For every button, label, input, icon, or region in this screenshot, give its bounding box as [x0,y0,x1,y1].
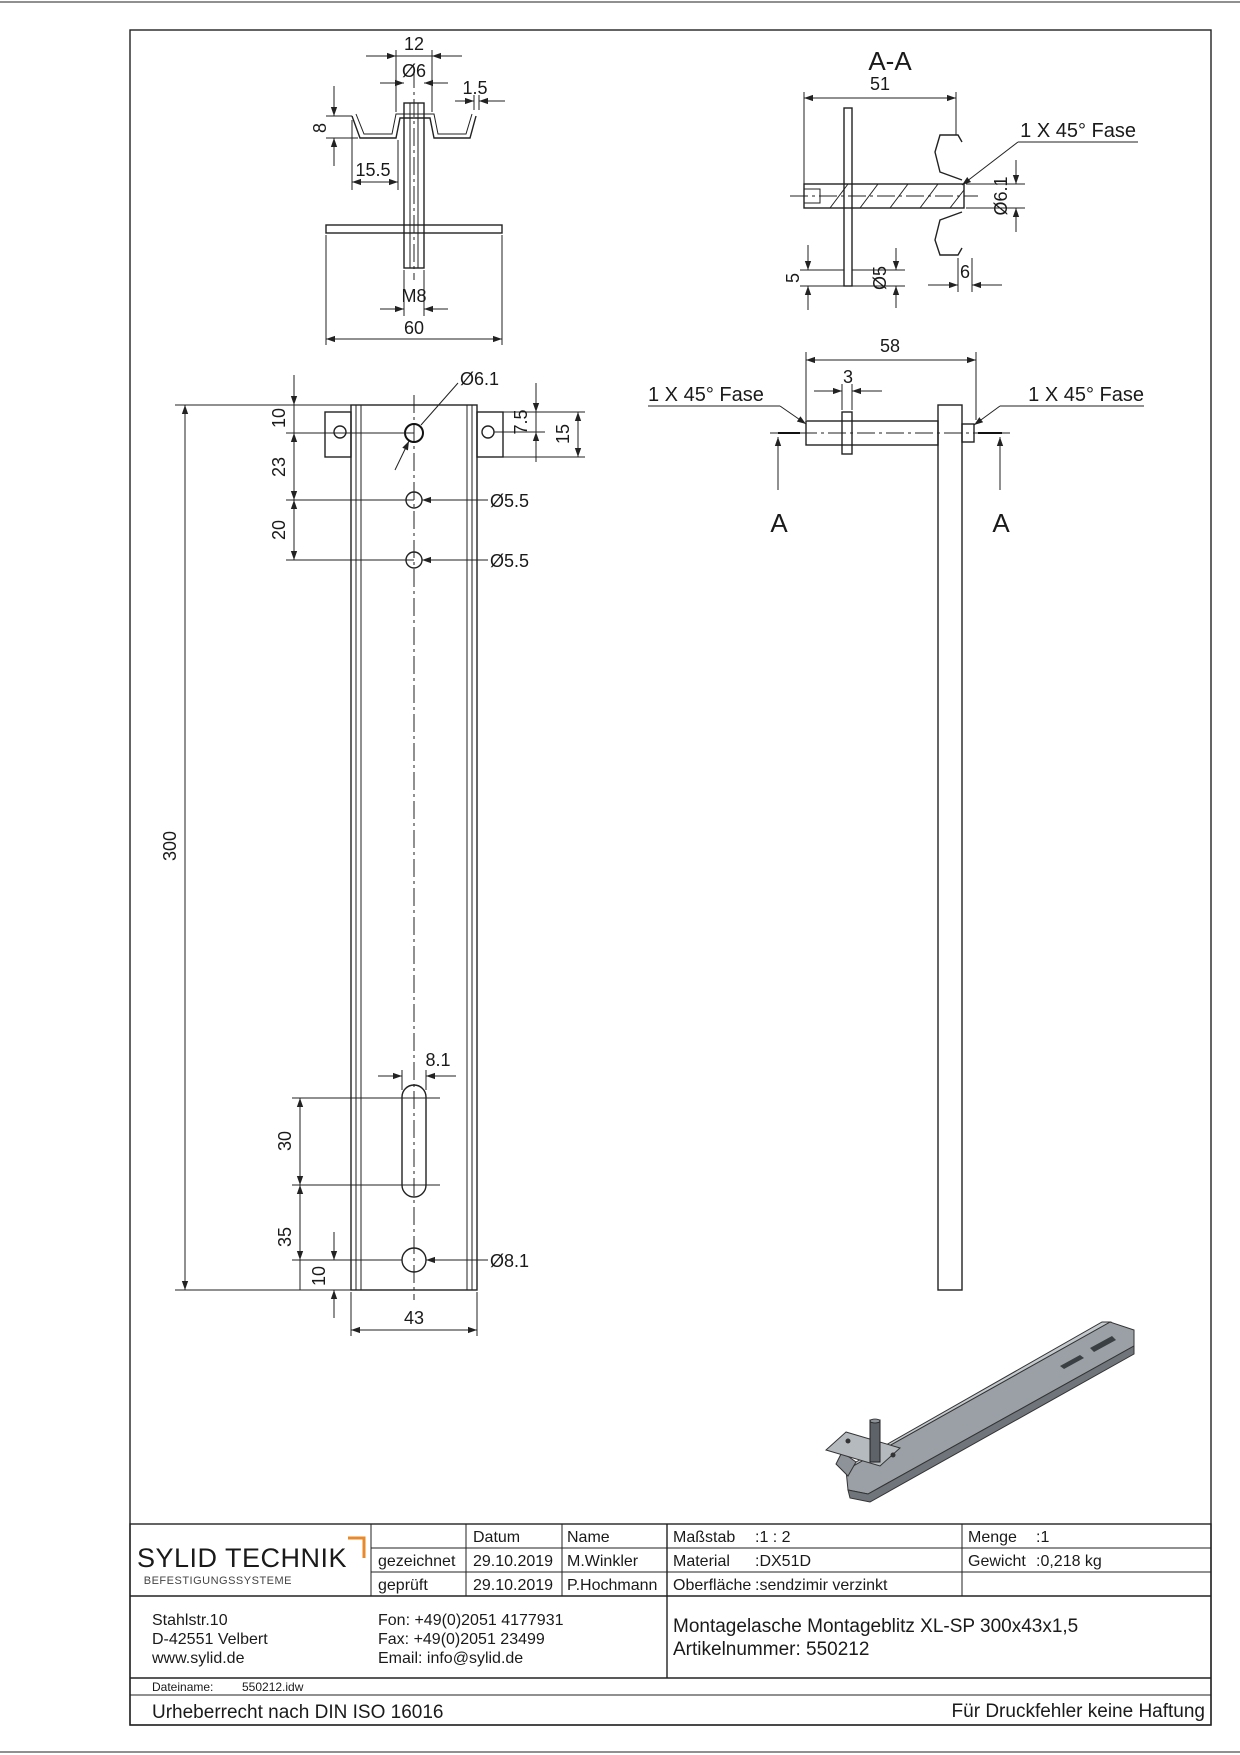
surface-value: :sendzimir verzinkt [755,1577,888,1594]
dim-60: 60 [404,318,424,338]
logo-wordmark: SYLID TECHNIK [137,1543,347,1573]
dim-8-1: 8.1 [425,1050,450,1070]
product-name: Montagelasche Montageblitz XL-SP 300x43x… [673,1616,1078,1637]
logo-tagline: BEFESTIGUNGSSYSTEME [144,1575,292,1587]
fase-left-label: 1 X 45° Fase [648,384,764,406]
profile-inner [355,113,473,135]
dim-d5-5-a: Ø5.5 [490,491,529,511]
scale-label: Maßstab [673,1529,735,1546]
dim-d6: Ø6 [402,61,426,81]
address-street: Stahlstr.10 [152,1612,228,1629]
left-tab [324,411,352,458]
dim-30: 30 [275,1131,295,1151]
dim-300: 300 [160,831,180,861]
checked-date: 29.10.2019 [473,1577,553,1594]
dim-d6-1-section: Ø6.1 [991,176,1011,215]
print-error-disclaimer: Für Druckfehler keine Haftung [952,1701,1205,1722]
dim-m8: M8 [401,286,426,306]
profile-outline [351,115,477,139]
isometric-product-view [825,1321,1135,1503]
dim-5: 5 [783,273,803,283]
address-web: www.sylid.de [151,1650,245,1667]
quantity-label: Menge [968,1529,1017,1546]
dim-10-bottom: 10 [309,1266,329,1286]
drawn-name: M.Winkler [567,1553,639,1570]
header-name: Name [567,1529,610,1546]
scale-value: :1 : 2 [755,1529,791,1546]
drawn-date: 29.10.2019 [473,1553,553,1570]
title-block: SYLID TECHNIK BEFESTIGUNGSSYSTEME Datum … [129,1523,1212,1726]
surface-label: Oberfläche [673,1577,751,1594]
slot-8-1 [401,1084,427,1198]
dim-d6-1: Ø6.1 [460,369,499,389]
section-plate [843,107,853,287]
dim-35: 35 [275,1227,295,1247]
top-view: 12 Ø6 1.5 8 15.5 M8 60 [310,34,505,345]
contact-fon: Fon: +49(0)2051 4177931 [378,1612,564,1629]
dim-20: 20 [269,520,289,540]
weight-label: Gewicht [968,1553,1026,1570]
dim-15-5: 15.5 [355,160,390,180]
side-view: 58 3 1 X 45° Fase 1 X 45° Fase A A [648,336,1144,1291]
dim-1-5: 1.5 [462,78,487,98]
section-a-a: A-A 51 1 X 45° Fase Ø6.1 5 [783,46,1138,310]
material-label: Material [673,1553,730,1570]
section-profile [934,134,963,256]
section-marker-right: A [992,508,1010,538]
header-datum: Datum [473,1529,520,1546]
address-city: D-42551 Velbert [152,1631,268,1648]
weight-value: :0,218 kg [1036,1553,1102,1570]
dim-15: 15 [553,424,573,444]
contact-email: Email: info@sylid.de [378,1650,523,1667]
file-name-value: 550212.idw [242,1680,304,1694]
section-fase-label: 1 X 45° Fase [1020,120,1136,142]
dim-43: 43 [404,1308,424,1328]
dim-51: 51 [870,74,890,94]
dim-23: 23 [269,457,289,477]
side-rail [937,404,963,1291]
dim-8: 8 [310,123,330,133]
drawn-label: gezeichnet [378,1553,456,1570]
section-title: A-A [868,46,912,76]
copyright-notice: Urheberrecht nach DIN ISO 16016 [152,1702,444,1723]
dim-12: 12 [404,34,424,54]
dim-d5-5-b: Ø5.5 [490,551,529,571]
dim-10-top: 10 [269,408,289,428]
dim-d8-1: Ø8.1 [490,1251,529,1271]
checked-label: geprüft [378,1577,428,1594]
bolt-shaft [403,102,425,269]
quantity-value: :1 [1036,1529,1049,1546]
dim-3: 3 [843,367,853,387]
dim-58: 58 [880,336,900,356]
base-plate [325,224,503,234]
dim-6: 6 [960,262,970,282]
fase-right-label: 1 X 45° Fase [1028,384,1144,406]
checked-name: P.Hochmann [567,1577,657,1594]
file-name-label: Dateiname: [152,1680,213,1694]
logo-corner-mark [348,1536,366,1558]
right-tab [476,411,504,458]
drawing-frame [129,29,1212,1726]
section-marker-left: A [770,508,788,538]
dim-7-5: 7.5 [511,409,531,434]
company-logo: SYLID TECHNIK BEFESTIGUNGSSYSTEME [137,1536,366,1587]
article-number: Artikelnummer: 550212 [673,1639,869,1660]
dim-d5: Ø5 [870,266,890,290]
front-view: Ø6.1 Ø5.5 Ø5.5 Ø8.1 10 23 20 7.5 15 [160,369,585,1336]
contact-fax: Fax: +49(0)2051 23499 [378,1631,545,1648]
material-value: :DX51D [755,1553,811,1570]
